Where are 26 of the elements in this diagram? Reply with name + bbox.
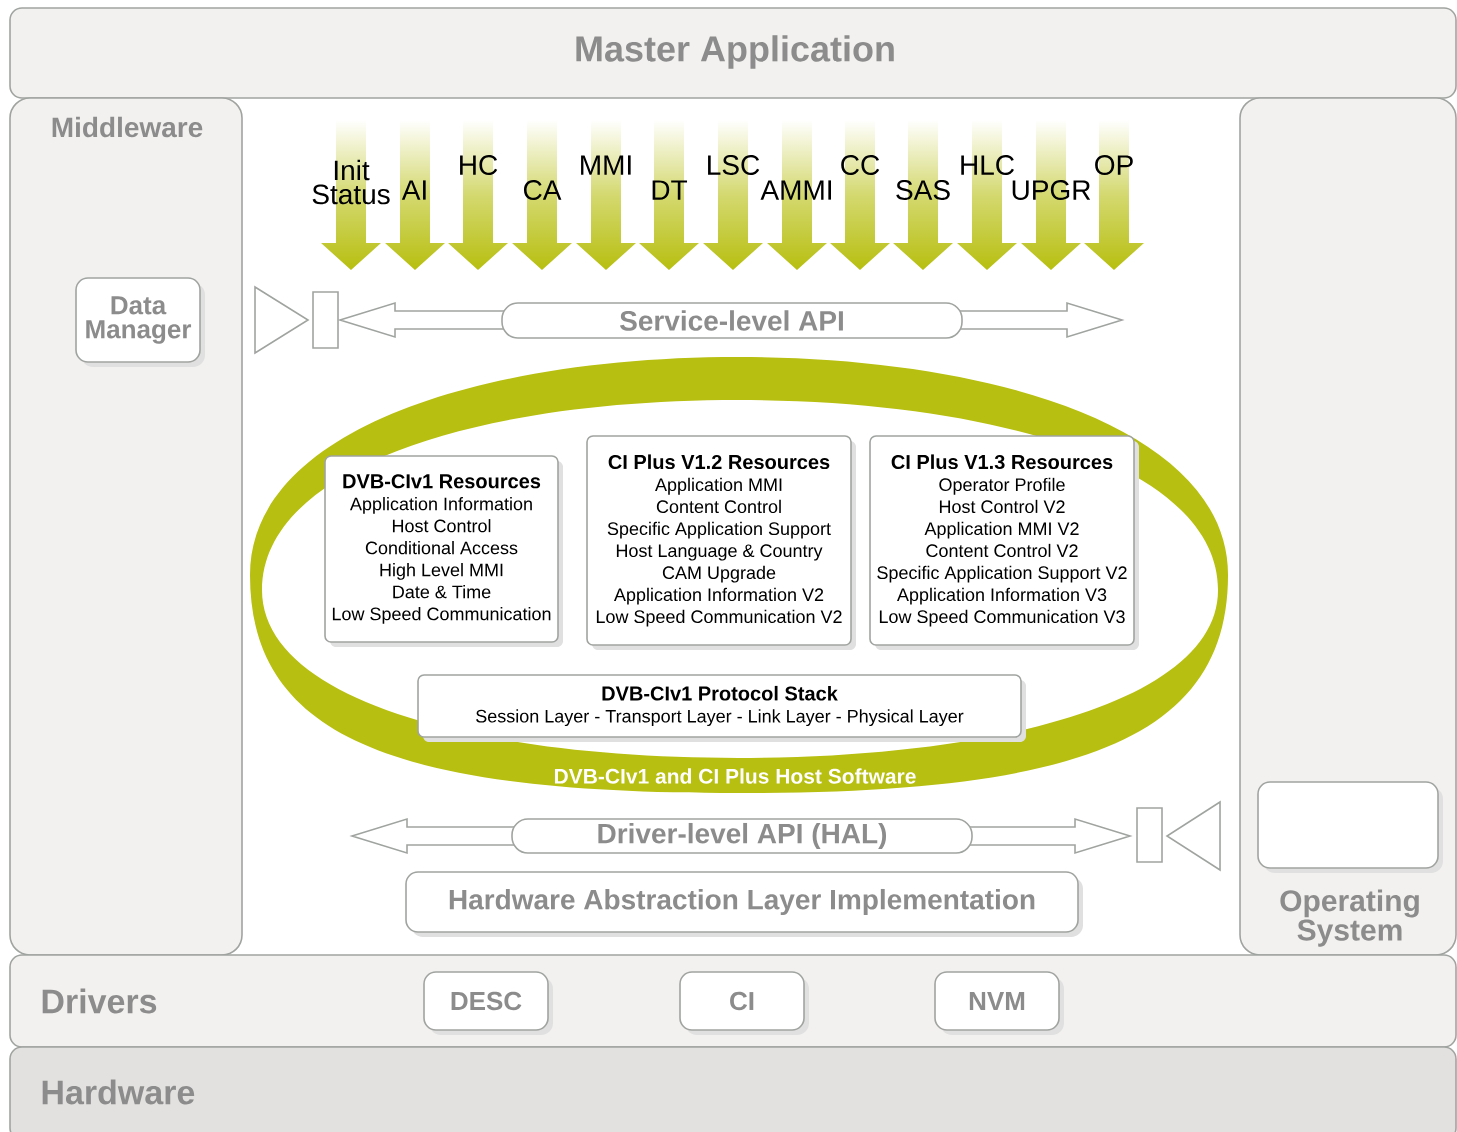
resource-box: CI Plus V1.3 Resources Operator Profile Host Control V2 Application MMI V2 Content Control V2 Specific Application Support V2 Application Information V3 Low Speed Communication V3 [869, 435, 1139, 650]
resource-box: CI Plus V1.2 Resources Application MMI Content Control Specific Application Support Host Language & Country CAM Upgrade Application Information V2 Low Speed Communication V2 [586, 435, 856, 650]
resource-box: DVB-CIv1 Protocol Stack Session Layer - Transport Layer - Link Layer - Physical Layer [417, 674, 1026, 742]
arrow-label: AMMI [760, 180, 831, 200]
arrow-label: MMI [581, 155, 631, 175]
box: Hardware Abstraction Layer Implementation [405, 871, 1083, 937]
resource-box: DVB-CIv1 Resources Application Information Host Control Conditional Access High Level MMI Date & Time Low Speed Communication [324, 455, 563, 647]
arrow-label: HC [460, 155, 498, 175]
arrow-label: CC [841, 155, 880, 175]
api-box: Service-level API [501, 302, 963, 339]
arrow-label: LSC [708, 155, 760, 175]
box: CI [679, 971, 809, 1035]
panel: Operating System [1239, 97, 1457, 956]
box [1257, 781, 1443, 873]
arrow-label: OP [1095, 155, 1133, 175]
arrow-label: Init Status [312, 159, 390, 205]
arrow-label: HLC [961, 155, 1014, 175]
band: Hardware [9, 1046, 1457, 1132]
box: NVM [934, 971, 1064, 1035]
band: Master Application [9, 7, 1457, 99]
node-label: Operating System [1280, 889, 1419, 947]
arrow-label: AI [401, 180, 426, 200]
api-box: Driver-level API (HAL) [511, 818, 973, 854]
box: DESC [423, 971, 553, 1035]
box: Data Manager [75, 277, 205, 367]
arrow-label: UPGR [1012, 180, 1091, 200]
